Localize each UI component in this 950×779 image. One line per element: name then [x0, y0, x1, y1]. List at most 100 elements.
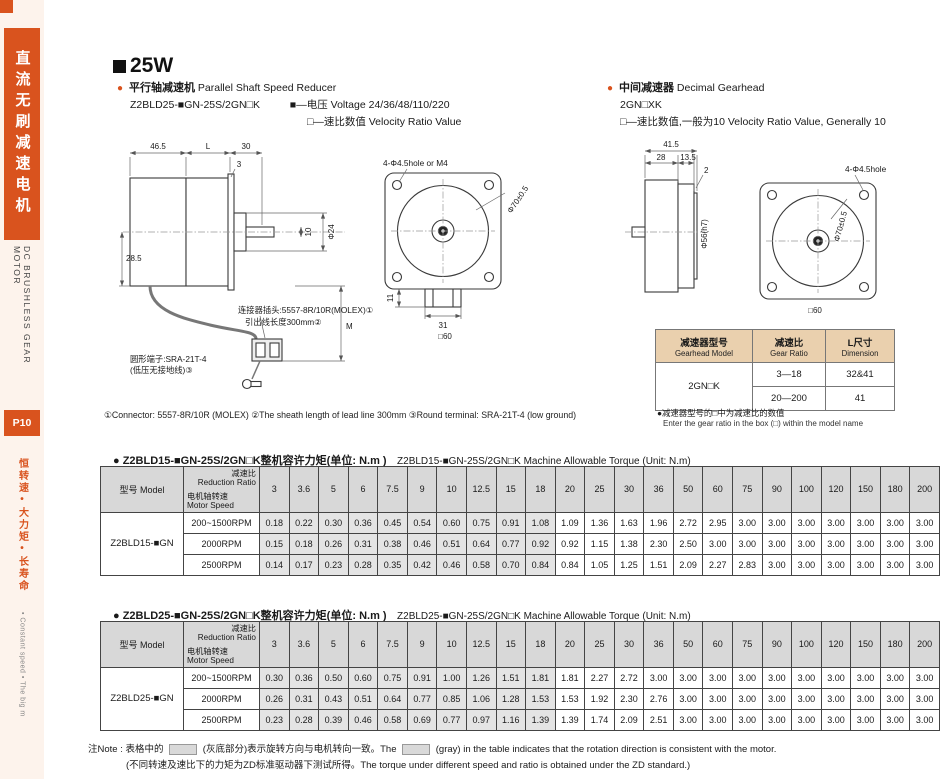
torque-value-cell: 0.17: [288, 553, 320, 576]
torque-value-cell: 3.00: [672, 708, 704, 731]
torque-value-cell: 0.43: [318, 687, 349, 710]
sidebar-tagline-en: • Constant speed • The big m: [18, 612, 26, 717]
sidebar-title-en: DC BRUSHLESS GEAR MOTOR: [12, 246, 32, 365]
torque-value-cell: 2.27: [702, 553, 733, 576]
torque-value-cell: 0.22: [288, 511, 320, 534]
torque-value-cell: 3.00: [761, 553, 793, 576]
torque-value-cell: 0.58: [377, 708, 408, 731]
mounting-hole: [391, 179, 403, 191]
torque-value-cell: 3.00: [791, 532, 822, 555]
ratio-header-cell: 25: [584, 466, 615, 513]
connector-slot: [255, 342, 266, 358]
dim-28-5-label: 28.5: [126, 254, 142, 263]
torque-value-cell: 0.60: [347, 666, 379, 689]
ratio-header-cell: 180: [879, 621, 911, 668]
gearhead-ratio-cell: 20—200: [752, 386, 826, 411]
dim-2-label: 2: [704, 166, 709, 175]
model-name-cell: Z2BLD15-■GN: [100, 511, 184, 576]
torque-value-cell: 3.00: [909, 687, 940, 710]
torque-value-cell: 3.00: [850, 553, 881, 576]
gearhead-note-cn: ●减速器型号的□中为减速比的数值: [657, 408, 785, 418]
torque-value-cell: 1.05: [584, 553, 615, 576]
torque-value-cell: 0.84: [554, 553, 586, 576]
torque-value-cell: 3.00: [879, 708, 911, 731]
gearhead-col-dim-cn: L尺寸: [847, 337, 873, 349]
ratio-header-cell: 5: [318, 621, 349, 668]
torque-value-cell: 3.00: [850, 511, 881, 534]
torque-value-cell: 3.00: [820, 532, 852, 555]
torque-value-cell: 1.53: [525, 687, 556, 710]
ratio-header-cell: 75: [732, 621, 763, 668]
ratio-header-cell: 50: [672, 621, 704, 668]
torque-value-cell: 3.00: [702, 708, 733, 731]
torque-value-cell: 0.30: [259, 666, 290, 689]
decimal-lip: [693, 192, 698, 280]
torque-value-cell: 3.00: [791, 687, 822, 710]
torque-value-cell: 1.06: [465, 687, 497, 710]
torque-value-cell: 0.36: [288, 666, 320, 689]
ratio-axis-cn: 减速比: [231, 624, 256, 633]
torque-value-cell: 0.36: [347, 511, 379, 534]
dim-3-label: 3: [237, 160, 242, 169]
torque-value-cell: 3.00: [643, 666, 674, 689]
torque-value-cell: 3.00: [879, 511, 911, 534]
round-terminal-label2: (低压无接地线)③: [130, 365, 193, 375]
torque-value-cell: 3.00: [879, 532, 911, 555]
torque-value-cell: 0.28: [288, 708, 320, 731]
ratio-header-cell: 7.5: [377, 466, 408, 513]
torque-value-cell: 0.54: [406, 511, 438, 534]
dim-phi24-label: Φ24: [327, 224, 336, 240]
intro-right-title-en: Decimal Gearhead: [676, 82, 765, 94]
page-title: 25W: [113, 54, 173, 78]
torque-value-cell: 1.08: [525, 511, 556, 534]
rotation-note-b: (灰底部分)表示旋转方向与电机转向一致。The: [202, 744, 397, 755]
torque-value-cell: 0.18: [288, 532, 320, 555]
ratio-header-cell: 150: [850, 621, 881, 668]
torque-value-cell: 1.74: [584, 708, 615, 731]
torque-value-cell: 3.00: [702, 687, 733, 710]
dim-11-label: 11: [386, 293, 395, 302]
ratio-header-cell: 120: [820, 621, 852, 668]
decimal-front-section: [677, 183, 695, 289]
ratio-legend: □—速比数值 Velocity Ratio Value: [307, 116, 462, 128]
rotation-note-line1: 注Note : 表格中的 (灰底部分)表示旋转方向与电机转向一致。The (gr…: [88, 741, 776, 755]
gearhead-col-dim: L尺寸 Dimension: [825, 329, 895, 363]
sidebar-subtitle-block: DC BRUSHLESS GEAR MOTOR: [0, 246, 44, 406]
torque-value-cell: 0.45: [377, 511, 408, 534]
lead-wire: [148, 285, 258, 340]
dim-phi70-label: Φ70±0.5: [506, 184, 531, 215]
torque-value-cell: 3.00: [791, 708, 822, 731]
mounting-hole: [391, 271, 403, 283]
dim-L-label: L: [206, 142, 211, 151]
torque-value-cell: 0.51: [436, 532, 467, 555]
terminal-wire: [251, 360, 261, 380]
title-square-icon: [113, 59, 126, 73]
gearhead-header-row: 减速器型号 Gearhead Model 减速比 Gear Ratio L尺寸 …: [655, 329, 895, 363]
decimal-side-view: [625, 179, 705, 293]
mounting-hole: [858, 189, 870, 201]
gearhead-front-view: [384, 172, 502, 308]
dimension-drawings: 46.5 L 30 3 28.5 Φ24 10 M 连接器插头:5557-8R/…: [119, 140, 887, 390]
torque-value-cell: 2.09: [613, 708, 645, 731]
model-header-cell: 型号 Model: [100, 621, 184, 668]
torque-value-cell: 0.91: [495, 511, 527, 534]
torque-value-cell: 1.81: [525, 666, 556, 689]
torque-value-cell: 1.92: [584, 687, 615, 710]
corner-accent-square: [0, 0, 13, 13]
torque-value-cell: 3.00: [909, 666, 940, 689]
sidebar-tagline-en-block: • Constant speed • The big m: [0, 612, 44, 772]
torque-value-cell: 3.00: [909, 553, 940, 576]
torque-value-cell: 3.00: [761, 666, 793, 689]
page-title-text: 25W: [130, 54, 174, 77]
torque-value-cell: 2.72: [672, 511, 704, 534]
motor-speed-cell: 2000RPM: [183, 687, 260, 710]
mounting-hole: [483, 179, 495, 191]
torque-value-cell: 3.00: [850, 532, 881, 555]
torque-table-2-title-en: Z2BLD25-■GN-25S/2GN□K Machine Allowable …: [397, 611, 691, 622]
decimal-front-view-dimensions: [830, 174, 864, 220]
ratio-header-cell: 180: [879, 466, 911, 513]
